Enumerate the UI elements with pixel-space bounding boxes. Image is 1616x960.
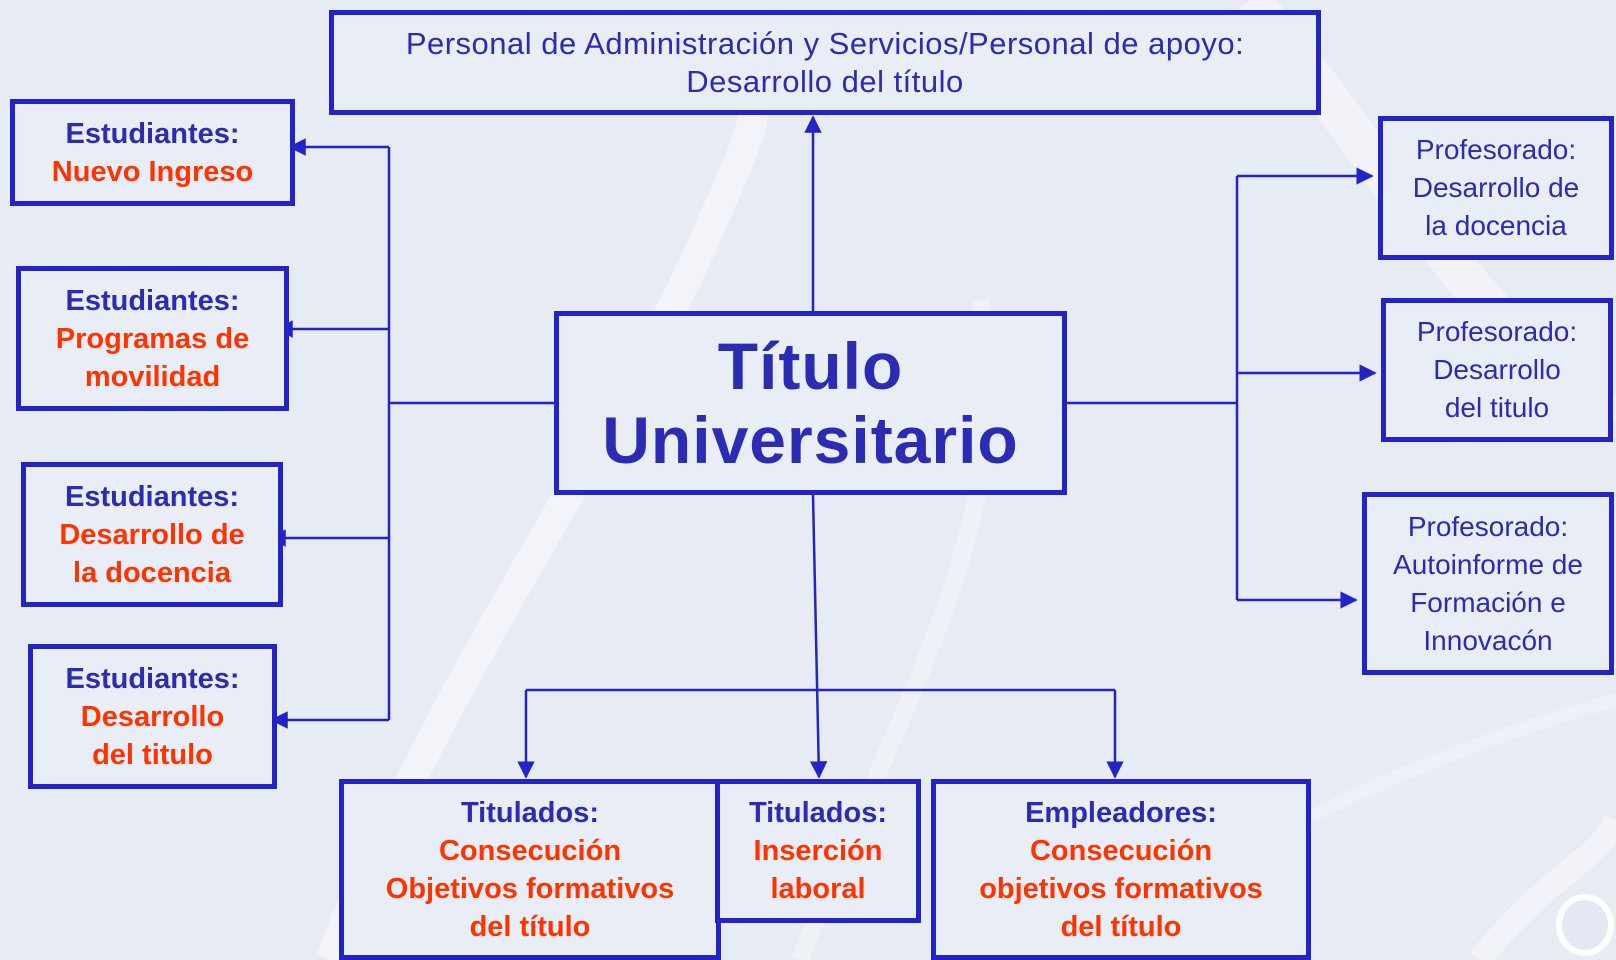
empleadores-box: Empleadores: Consecución objetivos forma… (931, 779, 1311, 960)
box-text: Formación e (1410, 586, 1566, 618)
profesorado-autoinforme-box: Profesorado: Autoinforme de Formación e … (1362, 492, 1614, 675)
box-text: laboral (770, 873, 866, 905)
box-heading: Estudiantes: (65, 117, 240, 150)
box-heading: Titulados: (460, 796, 600, 829)
box-text: Objetivos formativos (385, 872, 675, 905)
box-text: Desarrollo (80, 700, 225, 733)
box-text: Profesorado: (1415, 134, 1577, 165)
box-text: del titulo (1444, 392, 1550, 423)
box-text: Profesorado: (1407, 510, 1569, 542)
box-text: Programas de (55, 322, 250, 355)
estudiantes-nuevo-ingreso-box: Estudiantes: Nuevo Ingreso (10, 99, 295, 206)
box-text: Inserción (753, 835, 883, 867)
box-text: Autoinforme de (1393, 548, 1583, 580)
box-text: la docencia (73, 556, 231, 589)
box-text: Nuevo Ingreso (51, 155, 254, 188)
estudiantes-titulo-box: Estudiantes: Desarrollo del titulo (28, 644, 277, 789)
estudiantes-docencia-box: Estudiantes: Desarrollo de la docencia (21, 462, 283, 607)
logo-icon (1556, 894, 1614, 956)
box-text: Desarrollo de (59, 518, 245, 551)
box-heading: Estudiantes: (65, 284, 240, 317)
box-text: Consecución (1029, 834, 1213, 867)
box-text: objetivos formativos (979, 872, 1263, 905)
pas-line-2: Desarrollo del título (686, 63, 964, 99)
box-heading: Estudiantes: (64, 480, 240, 513)
pas-box: Personal de Administración y Servicios/P… (329, 10, 1321, 115)
titulo-universitario-box: Título Universitario (554, 311, 1067, 495)
titulados-insercion-box: Titulados: Inserción laboral (715, 779, 921, 923)
titulados-objetivos-box: Titulados: Consecución Objetivos formati… (339, 779, 721, 960)
box-heading: Estudiantes: (65, 662, 240, 695)
center-line-2: Universitario (602, 403, 1019, 477)
box-text: del titulo (92, 738, 213, 771)
pas-line-1: Personal de Administración y Servicios/P… (405, 25, 1245, 61)
box-text: movilidad (84, 360, 221, 393)
box-text: Profesorado: (1416, 316, 1578, 347)
box-text: del título (1060, 910, 1182, 943)
box-text: Desarrollo (1433, 354, 1561, 385)
estudiantes-movilidad-box: Estudiantes: Programas de movilidad (16, 266, 289, 411)
box-text: Desarrollo de (1412, 172, 1580, 203)
box-text: Consecución (438, 834, 622, 867)
center-line-1: Título (717, 329, 904, 403)
box-heading: Empleadores: (1025, 796, 1217, 829)
profesorado-docencia-box: Profesorado: Desarrollo de la docencia (1378, 116, 1614, 260)
box-heading: Titulados: (748, 797, 888, 829)
box-text: Innovacón (1423, 624, 1553, 656)
box-text: la docencia (1425, 210, 1567, 241)
box-text: del título (469, 910, 591, 943)
profesorado-titulo-box: Profesorado: Desarrollo del titulo (1381, 298, 1613, 442)
